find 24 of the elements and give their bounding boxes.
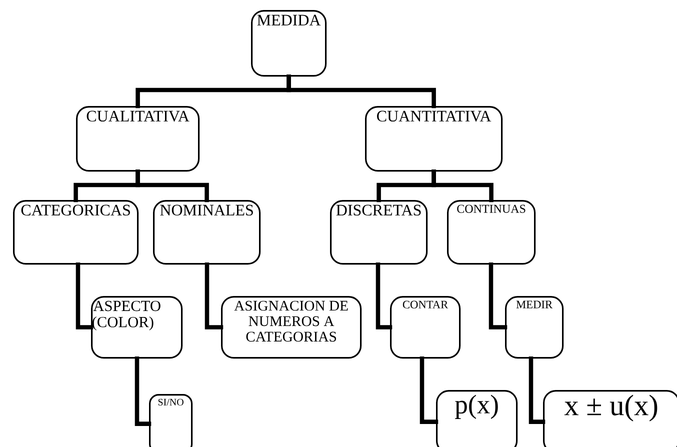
connector-line bbox=[528, 356, 546, 424]
category-box: CATEGORICAS bbox=[13, 200, 139, 265]
category-box: x ± u(x) bbox=[543, 390, 677, 447]
category-box: CUALITATIVA bbox=[76, 106, 200, 172]
connector-line bbox=[136, 169, 209, 202]
connector-line bbox=[376, 262, 392, 330]
connector-line bbox=[420, 356, 438, 424]
connector-line bbox=[432, 169, 494, 202]
connector-line bbox=[488, 262, 508, 330]
category-box: DISCRETAS bbox=[330, 200, 428, 265]
category-box: CONTAR bbox=[390, 296, 461, 359]
category-box: SI/NO bbox=[149, 394, 193, 447]
connector-line bbox=[134, 356, 152, 426]
category-box: ASPECTO (COLOR) bbox=[91, 296, 183, 359]
category-box: NOMINALES bbox=[153, 200, 261, 265]
category-box: CONTINUAS bbox=[447, 200, 536, 265]
category-box: MEDIR bbox=[505, 296, 564, 359]
category-box: p(x) bbox=[436, 390, 518, 447]
connector-line bbox=[204, 262, 224, 330]
connector-line bbox=[286, 74, 436, 108]
category-box: MEDIDA bbox=[251, 10, 327, 77]
category-box: CUANTITATIVA bbox=[365, 106, 503, 172]
connector-line bbox=[76, 262, 94, 330]
category-box: ASIGNACION DE NUMEROS A CATEGORIAS bbox=[221, 296, 362, 359]
